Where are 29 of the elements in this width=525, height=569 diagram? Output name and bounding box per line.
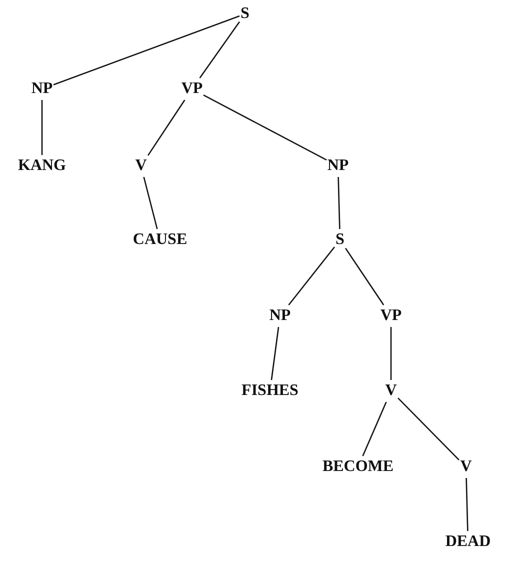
tree-branch: [41, 100, 43, 155]
tree-node-label: VP: [180, 78, 204, 100]
tree-branch: [288, 246, 336, 306]
tree-branch: [143, 176, 158, 230]
tree-node-label: NP: [326, 155, 350, 177]
tree-branch: [390, 327, 392, 380]
tree-node-label: V: [134, 155, 148, 177]
tree-node-label: VP: [379, 305, 403, 327]
tree-node-label: DEAD: [444, 531, 492, 553]
tree-branch: [466, 478, 468, 532]
tree-branch: [270, 326, 280, 380]
tree-node-label: NP: [30, 78, 54, 100]
tree-node-label: CAUSE: [132, 229, 188, 251]
tree-node-label: V: [459, 456, 473, 478]
tree-branch: [147, 100, 186, 156]
tree-node-label: S: [240, 3, 250, 25]
tree-node-label: BECOME: [321, 456, 395, 478]
tree-node-label: NP: [268, 305, 292, 327]
tree-node-label: FISHES: [240, 380, 300, 402]
tree-branch: [203, 94, 327, 160]
tree-node-label: S: [334, 229, 346, 251]
tree-branch: [338, 176, 340, 230]
tree-node-label: KANG: [17, 155, 67, 177]
tree-branch: [53, 15, 240, 86]
tree-branch: [398, 398, 460, 460]
tree-branch: [362, 402, 387, 456]
tree-branch: [199, 21, 240, 78]
tree-node-label: V: [384, 380, 398, 402]
tree-branch: [344, 248, 384, 306]
